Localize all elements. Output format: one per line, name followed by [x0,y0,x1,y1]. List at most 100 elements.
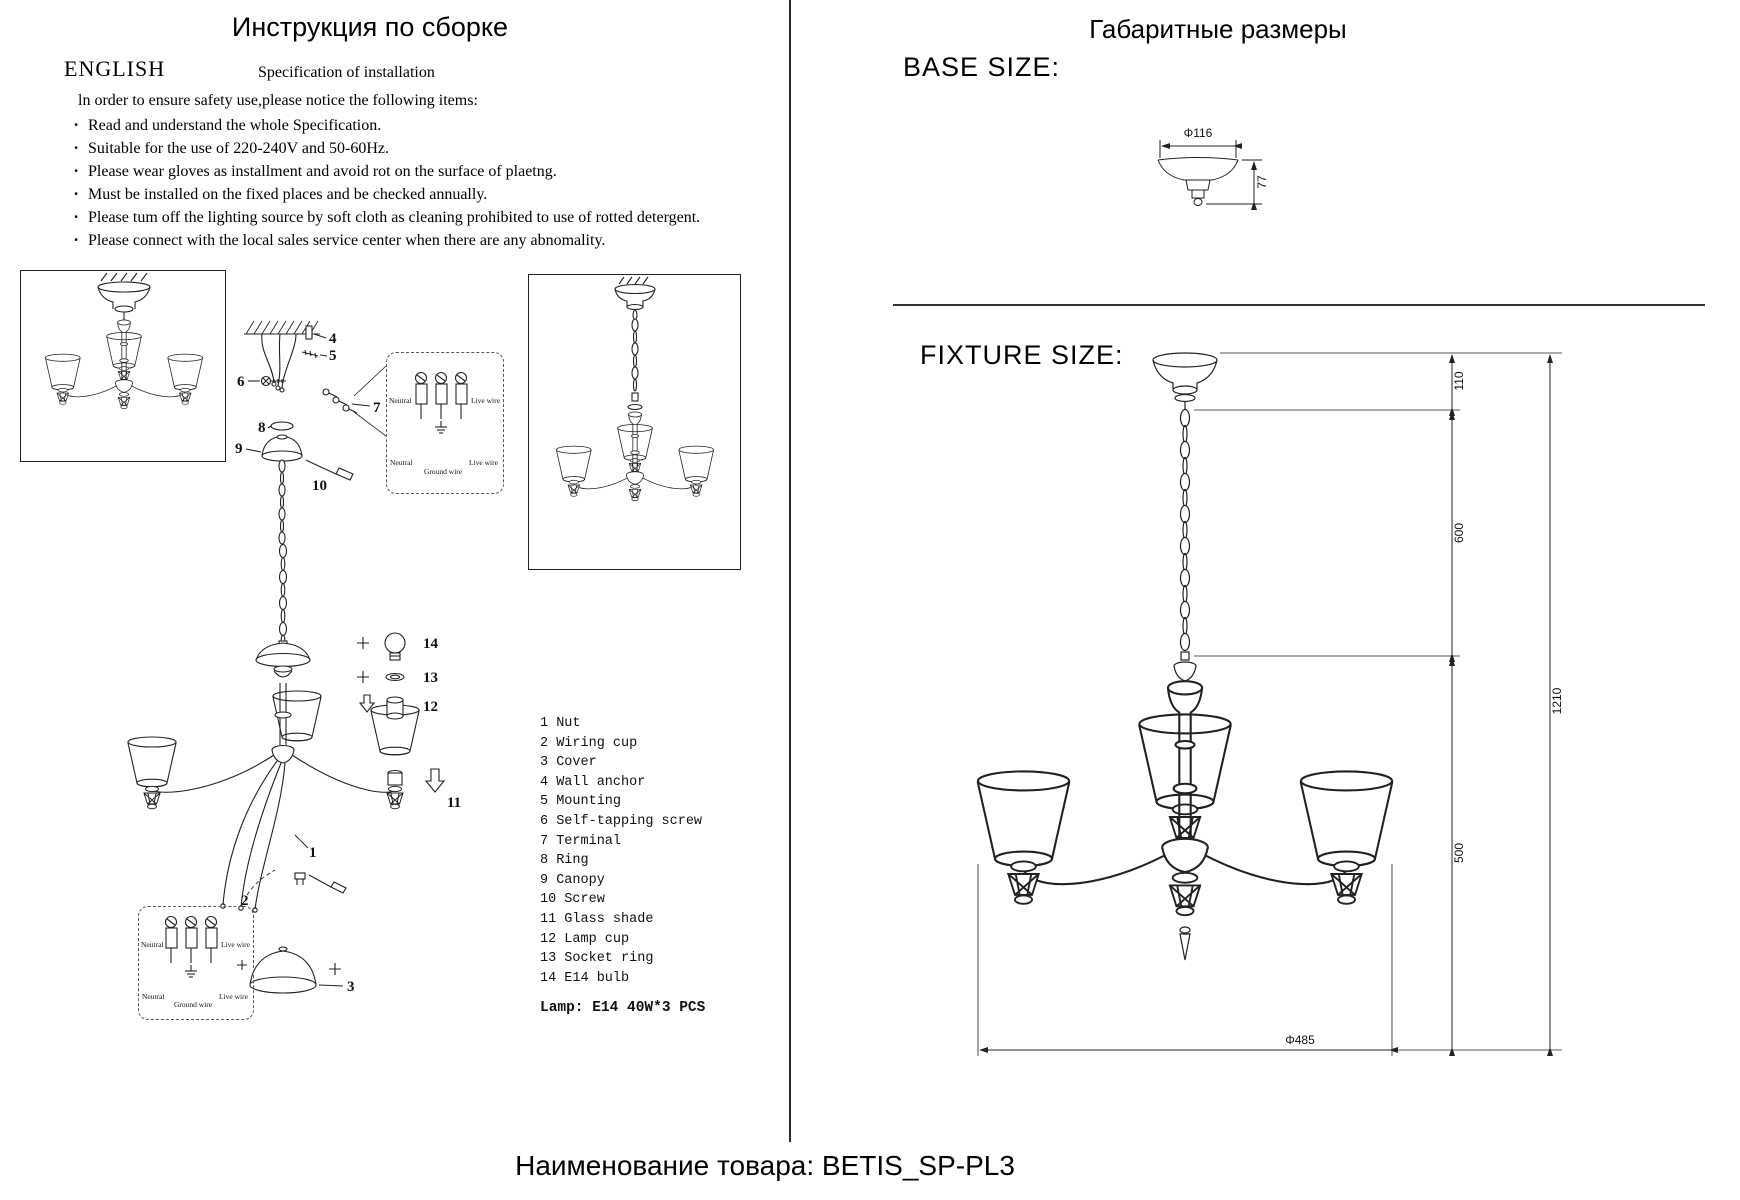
finial [1179,926,1191,961]
lamp-spec: Lamp: E14 40W*3 PCS [540,1000,706,1016]
safety-bullet-list: Read and understand the whole Specificat… [72,109,762,252]
product-name: Наименование товара: BETIS_SP-PL3 [515,1150,1015,1181]
wiring-label: Ground wire [174,1000,213,1009]
part-item: 4 Wall anchor [540,774,646,790]
part-item: 8 Ring [540,853,589,869]
dimension-label: 600 [1452,523,1466,543]
part-item: 6 Self-tapping screw [540,813,703,829]
hanging-chandelier-diagram [529,276,742,571]
dimensions-title: Габаритные размеры [1089,14,1347,44]
screw-cross-icon [237,960,247,970]
mounting-screw-icon [301,349,319,359]
fixture-size-label: FIXTURE SIZE: [920,340,1124,370]
assembly-title: Инструкция по сборке [231,12,509,42]
callout-label: 10 [312,478,327,494]
socket-ring-icon [385,672,405,682]
part-item: 14 E14 bulb [540,970,630,986]
bullet-item: Suitable for the use of 220-240V and 50-… [72,132,762,160]
callout-label: 14 [423,636,439,652]
vertical-divider [789,0,791,1142]
bulb-icon [384,632,406,661]
callout-label: 1 [309,845,317,861]
wiring-label: Live wire [471,396,501,405]
hanging-chain [278,459,286,545]
terminal-diagram: Neutral Live wire Neutral Ground wire Li… [141,915,251,1009]
screw-cross-icon [357,671,369,683]
dimension-label: 77 [1255,175,1269,189]
wiring-label: Live wire [219,992,249,1001]
fixture-size-diagram: 110 600 500 1210 Φ485 [900,352,1564,1056]
main-assembly-diagram: 14 13 12 11 1 2 3 [127,543,461,995]
part-item: 2 Wiring cup [540,735,638,751]
wires [220,760,286,913]
part-item: 9 Canopy [540,872,605,888]
language-label: ENGLISH [64,56,166,81]
base-size-diagram: Φ116 77 [1157,126,1269,210]
terminal-detail-box: Neutral Live wire Neutral Ground wire Li… [138,906,254,1020]
callout-label: 8 [258,420,266,436]
bullet-item: Please tum off the lighting source by so… [72,201,762,229]
wiring-label: Live wire [469,458,499,467]
lamp-cup-icon [386,696,404,720]
canopy-icon [261,434,303,462]
callout-label: 5 [329,348,337,364]
section-divider [893,304,1705,306]
cover-icon [249,946,317,994]
ceiling-wires [261,333,297,389]
down-arrow-icon [358,694,376,713]
canopy [255,640,311,678]
plug-and-screwdriver [294,872,347,894]
callout-label: 6 [237,374,245,390]
terminal-diagram: Neutral Live wire Neutral Ground wire Li… [389,371,501,476]
dimension-label: 1210 [1550,687,1564,714]
part-item: 13 Socket ring [540,951,654,967]
wall-anchor-icon [305,325,313,340]
left-shade [127,736,177,788]
screwdriver-icon [305,459,354,481]
part-item: 12 Lamp cup [540,931,630,947]
canopy [1152,352,1218,410]
part-item: 3 Cover [540,755,597,771]
dimension-lines [979,354,1553,1056]
base-plate [1157,157,1239,161]
dimension-label: 500 [1452,843,1466,863]
chain [278,543,288,646]
wiring-label: Ground wire [424,467,463,476]
base-size-label: BASE SIZE: [903,52,1061,82]
bullet-item: Please connect with the local sales serv… [72,224,762,252]
wiring-label: Neutral [389,396,412,405]
down-arrow-icon [424,768,446,793]
callout-label: 2 [241,893,249,909]
hanging-chandelier-box [528,274,741,570]
callout-label: 3 [347,979,355,995]
spec-title: Specification of installation [258,64,435,81]
mounting-exploded-diagram: 4 5 6 7 8 9 10 [235,320,387,545]
dimension-label: Φ485 [1285,1033,1315,1047]
extension-lines [977,352,1562,1056]
bullet-item: Read and understand the whole Specificat… [72,109,762,137]
callout-label: 7 [373,400,381,416]
part-item: 7 Terminal [540,833,622,849]
part-item: 11 Glass shade [540,911,654,927]
callout-label: 12 [423,699,438,715]
screw-cross-icon [329,963,341,975]
callout-label: 4 [329,331,337,347]
part-item: 10 Screw [540,892,605,908]
bullet-item: Please wear gloves as installment and av… [72,155,762,183]
callout-label: 9 [235,441,243,457]
wiring-label: Neutral [141,940,164,949]
part-item: 1 Nut [540,716,581,731]
wiring-label: Neutral [390,458,413,467]
terminal-detail-box: Neutral Live wire Neutral Ground wire Li… [386,352,504,494]
bullet-item: Must be installed on the fixed places an… [72,178,762,206]
ceiling-chandelier-box [20,270,226,462]
parts-list: 1 Nut 2 Wiring cup 3 Cover 4 Wall anchor… [540,714,702,988]
wire-connectors [322,388,358,414]
screw-cross-icon [357,637,369,649]
callout-label: 13 [423,670,438,686]
wiring-label: Neutral [142,992,165,1001]
ring-icon [270,421,294,431]
wiring-label: Live wire [221,940,251,949]
chain [631,318,639,392]
